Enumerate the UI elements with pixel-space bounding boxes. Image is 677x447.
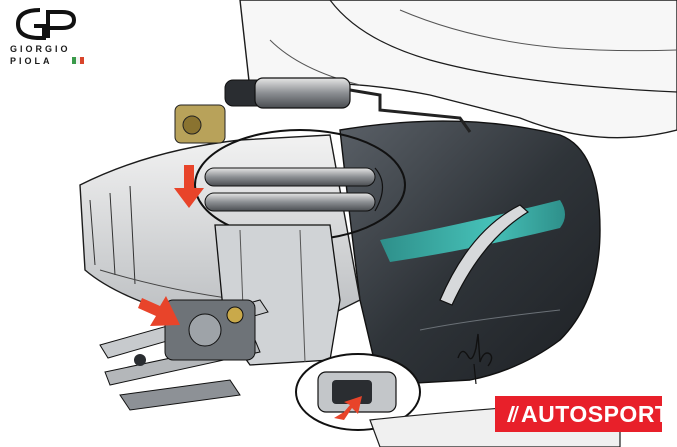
autosport-wordmark: AUTOSPORT [521,401,670,427]
gp-monogram-icon [15,8,77,40]
arrow-upper [174,165,204,208]
suspension-assembly [99,299,269,411]
arrow-lower [334,396,362,420]
arrow-left [138,296,180,326]
autosport-badge: AUTOSPORT [495,396,669,432]
engine-components [174,77,472,144]
exhaust-pipes [204,167,384,212]
flag-stripe [80,57,84,64]
flag-stripe [76,57,80,64]
flag-stripe [72,57,76,64]
autosport-stripes-icon [507,406,519,422]
giorgio-piola-logo: GIORGIO PIOLA [8,6,86,66]
logo-text-line2: PIOLA [10,56,53,66]
logo-text-line1: GIORGIO [10,44,71,54]
artist-signature [457,333,493,385]
lower-duct [317,371,397,413]
annotation-arrows [138,165,362,420]
italian-flag-icon [72,57,84,64]
body-vane [439,204,530,306]
